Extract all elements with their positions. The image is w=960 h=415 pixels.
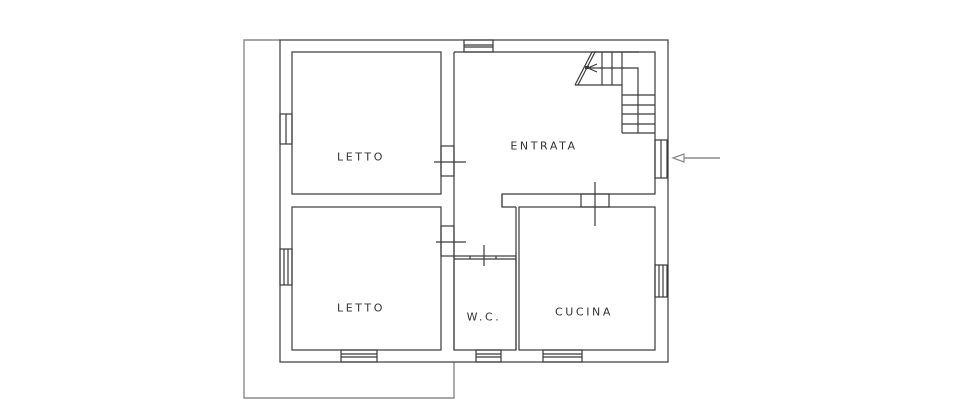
room-label-cucina: CUCINA xyxy=(554,305,614,319)
room-letto-bottom xyxy=(291,206,442,351)
room-label-letto-top: LETTO xyxy=(337,150,385,164)
room-letto-top xyxy=(291,51,442,195)
room-wc xyxy=(453,255,517,351)
outer-boundary xyxy=(243,39,455,399)
windows xyxy=(279,39,668,363)
room-label-entrata: ENTRATA xyxy=(510,139,578,153)
room-label-wc: W.C. xyxy=(466,310,502,324)
room-cucina xyxy=(515,206,656,351)
room-label-letto-bottom: LETTO xyxy=(337,301,385,315)
entrance-arrow-icon xyxy=(671,153,720,163)
staircase xyxy=(574,51,655,134)
doors xyxy=(434,145,610,266)
